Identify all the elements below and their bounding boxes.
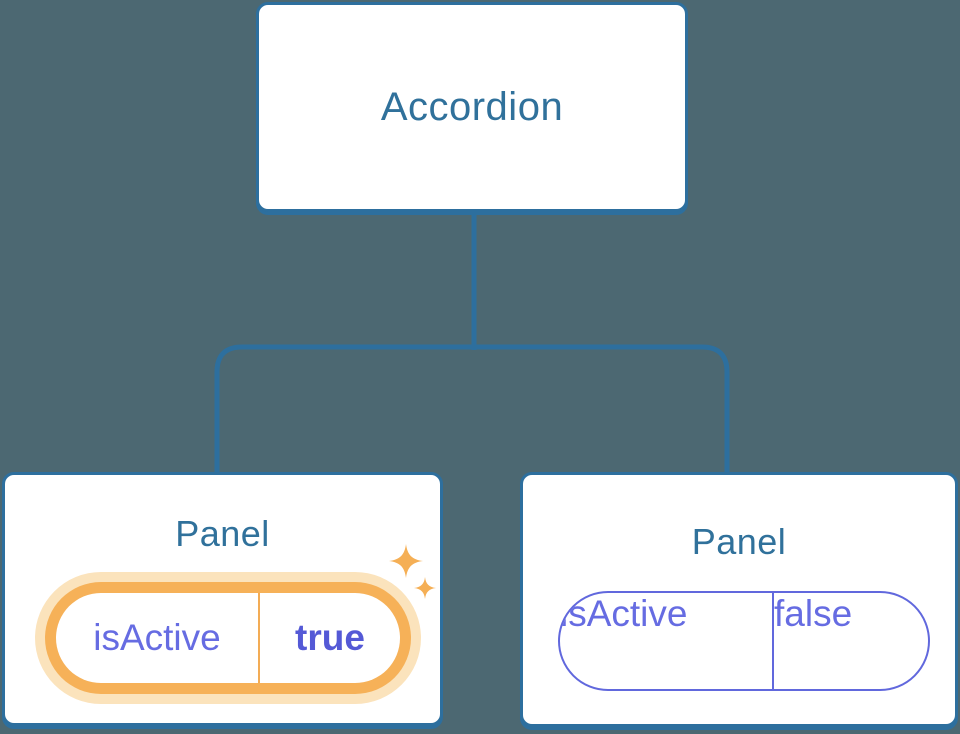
accordion-node-label: Accordion: [380, 84, 564, 129]
highlight-halo: isActive true: [35, 572, 421, 704]
accordion-node: Accordion: [256, 2, 688, 212]
state-value: false: [774, 593, 853, 634]
sparkle-icon: [389, 544, 436, 599]
state-pill-inactive: isActive false: [558, 591, 930, 691]
panel-title: Panel: [175, 513, 270, 554]
state-key: isActive: [560, 593, 688, 634]
highlight-ring: isActive true: [45, 582, 411, 694]
panel-node-active: Panel isActive true: [2, 472, 443, 726]
state-divider: [772, 593, 774, 689]
state-value: true: [295, 617, 365, 658]
state-key: isActive: [93, 617, 221, 658]
state-divider: [258, 593, 260, 683]
panel-node-inactive: Panel isActive false: [520, 472, 958, 727]
panel-title: Panel: [691, 521, 787, 562]
state-pill-active: isActive true: [56, 593, 400, 683]
